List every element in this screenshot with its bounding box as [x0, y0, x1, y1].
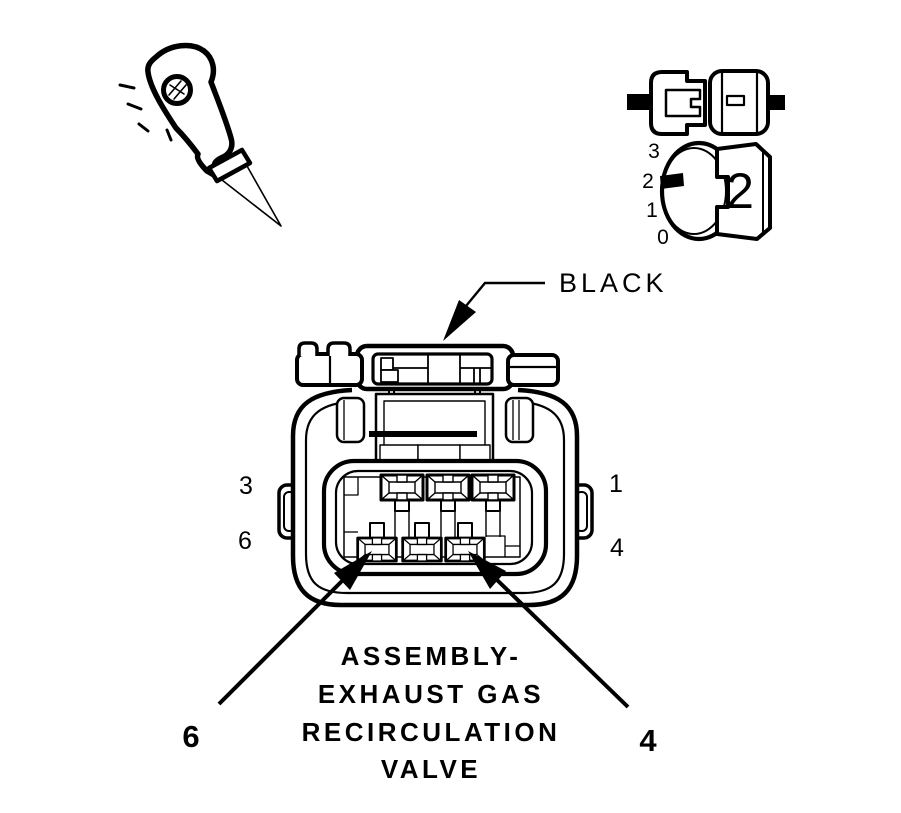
- component-name-line-2: EXHAUST GAS: [318, 679, 544, 709]
- dial-tick-1: 1: [646, 199, 658, 222]
- dial-tick-0: 0: [657, 226, 669, 249]
- latch-rail: [295, 341, 560, 392]
- pin-cavity-1: [470, 473, 516, 502]
- pin-label-6: 6: [238, 527, 252, 555]
- terminal-size-dial-icon: 3 2 1 0 2: [642, 140, 772, 249]
- cavity-walls: [394, 511, 501, 537]
- component-name-line-1: ASSEMBLY-: [341, 641, 522, 671]
- dial-tick-2: 2: [642, 170, 654, 193]
- pin-6-callout: 6: [182, 551, 372, 754]
- leader-line: [492, 575, 630, 709]
- pin-4-callout: 4: [468, 551, 657, 758]
- pin-label-1: 1: [609, 470, 623, 498]
- leader-arrowhead: [468, 551, 506, 589]
- leader-line: [217, 575, 348, 706]
- male-connector-recess: [664, 88, 702, 118]
- connector-color-callout: BLACK: [443, 268, 668, 341]
- left-wire-stub: [627, 94, 651, 110]
- rail-left-bump-2: [326, 341, 352, 356]
- connector-color-label: BLACK: [559, 268, 668, 298]
- leader-arrowhead: [334, 551, 372, 590]
- leader-line: [465, 281, 545, 307]
- component-name: ASSEMBLY- EXHAUST GAS RECIRCULATION VALV…: [302, 641, 561, 784]
- terminal-shroud-inner: [334, 469, 534, 566]
- latch-window: [343, 389, 525, 478]
- egr-connector-face: [277, 341, 594, 608]
- leader-arrowhead: [443, 300, 476, 341]
- pin-cavity-3: [379, 473, 425, 502]
- dial-value-plate: [715, 142, 772, 241]
- probe-eye-hatch: [168, 80, 187, 100]
- dial-selected-value: 2: [726, 163, 754, 219]
- test-probe-icon: [118, 42, 282, 227]
- left-lock-slot: [335, 396, 366, 444]
- probe-ferrule: [206, 147, 253, 184]
- dial-marker: [660, 173, 684, 189]
- pin-label-3: 3: [239, 472, 253, 500]
- connector-body-inner-line: [304, 399, 566, 595]
- callout-label-6: 6: [182, 719, 199, 754]
- pin-cavity-2: [425, 473, 471, 502]
- component-name-line-4: VALVE: [381, 754, 481, 784]
- dial-tick-3: 3: [648, 140, 660, 163]
- female-connector-slot: [725, 94, 746, 107]
- rail-right-block: [506, 353, 560, 387]
- rail-left-bump-1: [297, 341, 319, 356]
- connector-pair-icon: [627, 69, 785, 136]
- component-name-line-3: RECIRCULATION: [302, 717, 561, 747]
- latch-bar: [369, 431, 477, 437]
- pin-cavity-5: [401, 536, 443, 563]
- right-wire-stub: [767, 95, 785, 110]
- probe-handle: [145, 42, 235, 181]
- pin-label-4: 4: [610, 534, 624, 562]
- callout-label-4: 4: [639, 723, 657, 758]
